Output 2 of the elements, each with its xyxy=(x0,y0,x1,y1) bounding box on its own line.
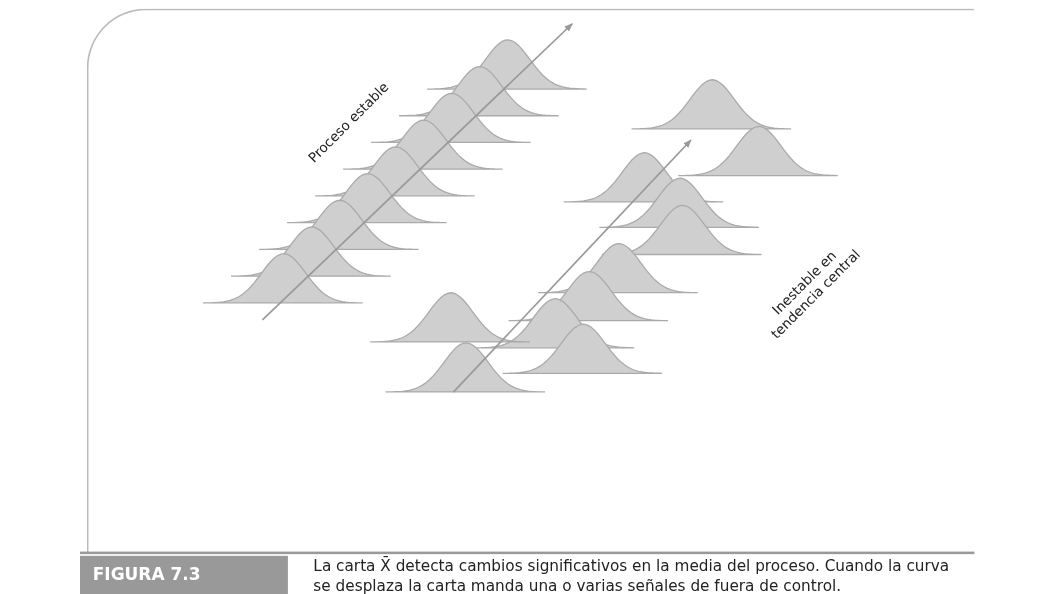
figure-number: FIGURA 7.3 xyxy=(80,555,288,594)
figure-caption: La carta X̄ detecta cambios significativos en la media del proceso. Cuando la curva se desplaza la carta manda una o varias señales de fuera de control. xyxy=(313,555,951,594)
